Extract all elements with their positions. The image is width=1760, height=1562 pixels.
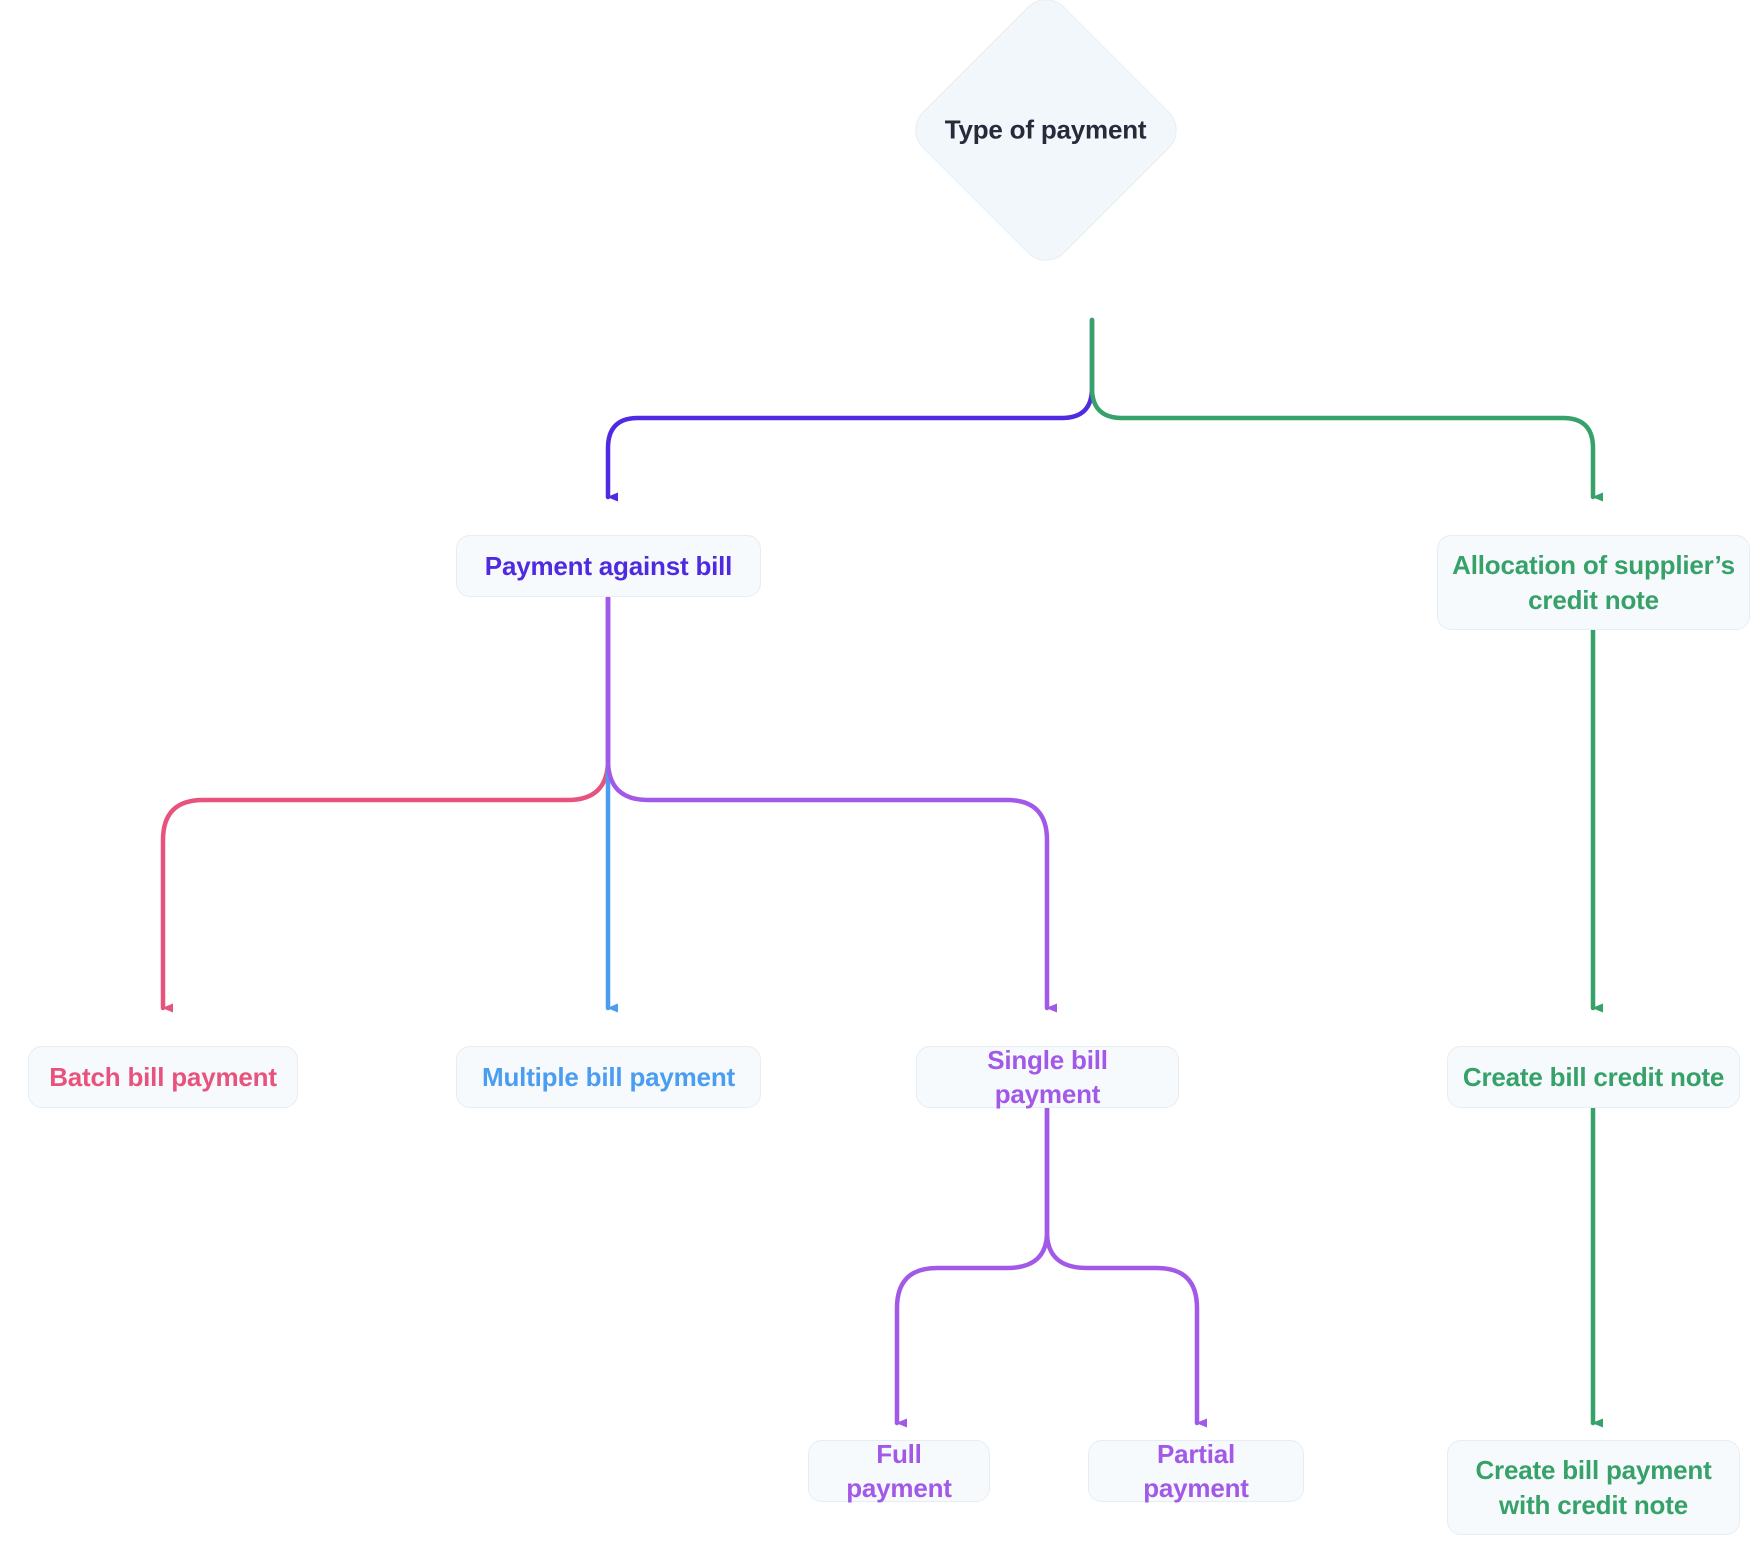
node-full-payment[interactable]: Full payment	[808, 1439, 990, 1503]
node-multiple-bill-payment[interactable]: Multiple bill payment	[456, 1046, 761, 1108]
node-create-bill-credit-note[interactable]: Create bill credit note	[1447, 1046, 1740, 1108]
node-single-bill-payment[interactable]: Single bill payment	[916, 1045, 1179, 1109]
edge-root-to-payment-against-bill	[605, 317, 1095, 502]
node-batch-bill-payment[interactable]: Batch bill payment	[28, 1046, 298, 1108]
node-allocation-credit-note[interactable]: Allocation of supplier’s credit note	[1437, 535, 1750, 630]
node-single-bill-payment-label: Single bill payment	[987, 1044, 1108, 1109]
node-create-bill-payment-with-credit-note[interactable]: Create bill payment with credit note	[1447, 1440, 1740, 1535]
node-partial-payment[interactable]: Partial payment	[1088, 1439, 1304, 1503]
node-payment-against-bill[interactable]: Payment against bill	[456, 535, 761, 597]
node-type-of-payment[interactable]: Type of payment	[904, 0, 1188, 272]
node-partial-payment-label: Partial payment	[1143, 1438, 1249, 1503]
edge-payment-against-bill-to-batch	[160, 595, 611, 1013]
node-payment-against-bill-label: Payment against bill	[484, 550, 733, 581]
node-create-bill-credit-note-label: Create bill credit note	[1462, 1061, 1725, 1092]
edge-single-to-full-payment	[894, 1105, 1050, 1428]
node-type-of-payment-label: Type of payment	[945, 114, 1147, 145]
edge-payment-against-bill-to-single	[605, 595, 1057, 1013]
node-full-payment-label: Full payment	[846, 1438, 952, 1503]
node-multiple-bill-payment-label: Multiple bill payment	[482, 1061, 735, 1092]
edge-single-to-partial-payment	[1044, 1105, 1207, 1428]
node-batch-bill-payment-label: Batch bill payment	[49, 1061, 277, 1092]
node-create-bill-payment-with-credit-note-label: Create bill payment with credit note	[1475, 1455, 1712, 1520]
edge-root-to-allocation-credit-note	[1089, 317, 1603, 502]
node-allocation-credit-note-label: Allocation of supplier’s credit note	[1452, 550, 1735, 615]
